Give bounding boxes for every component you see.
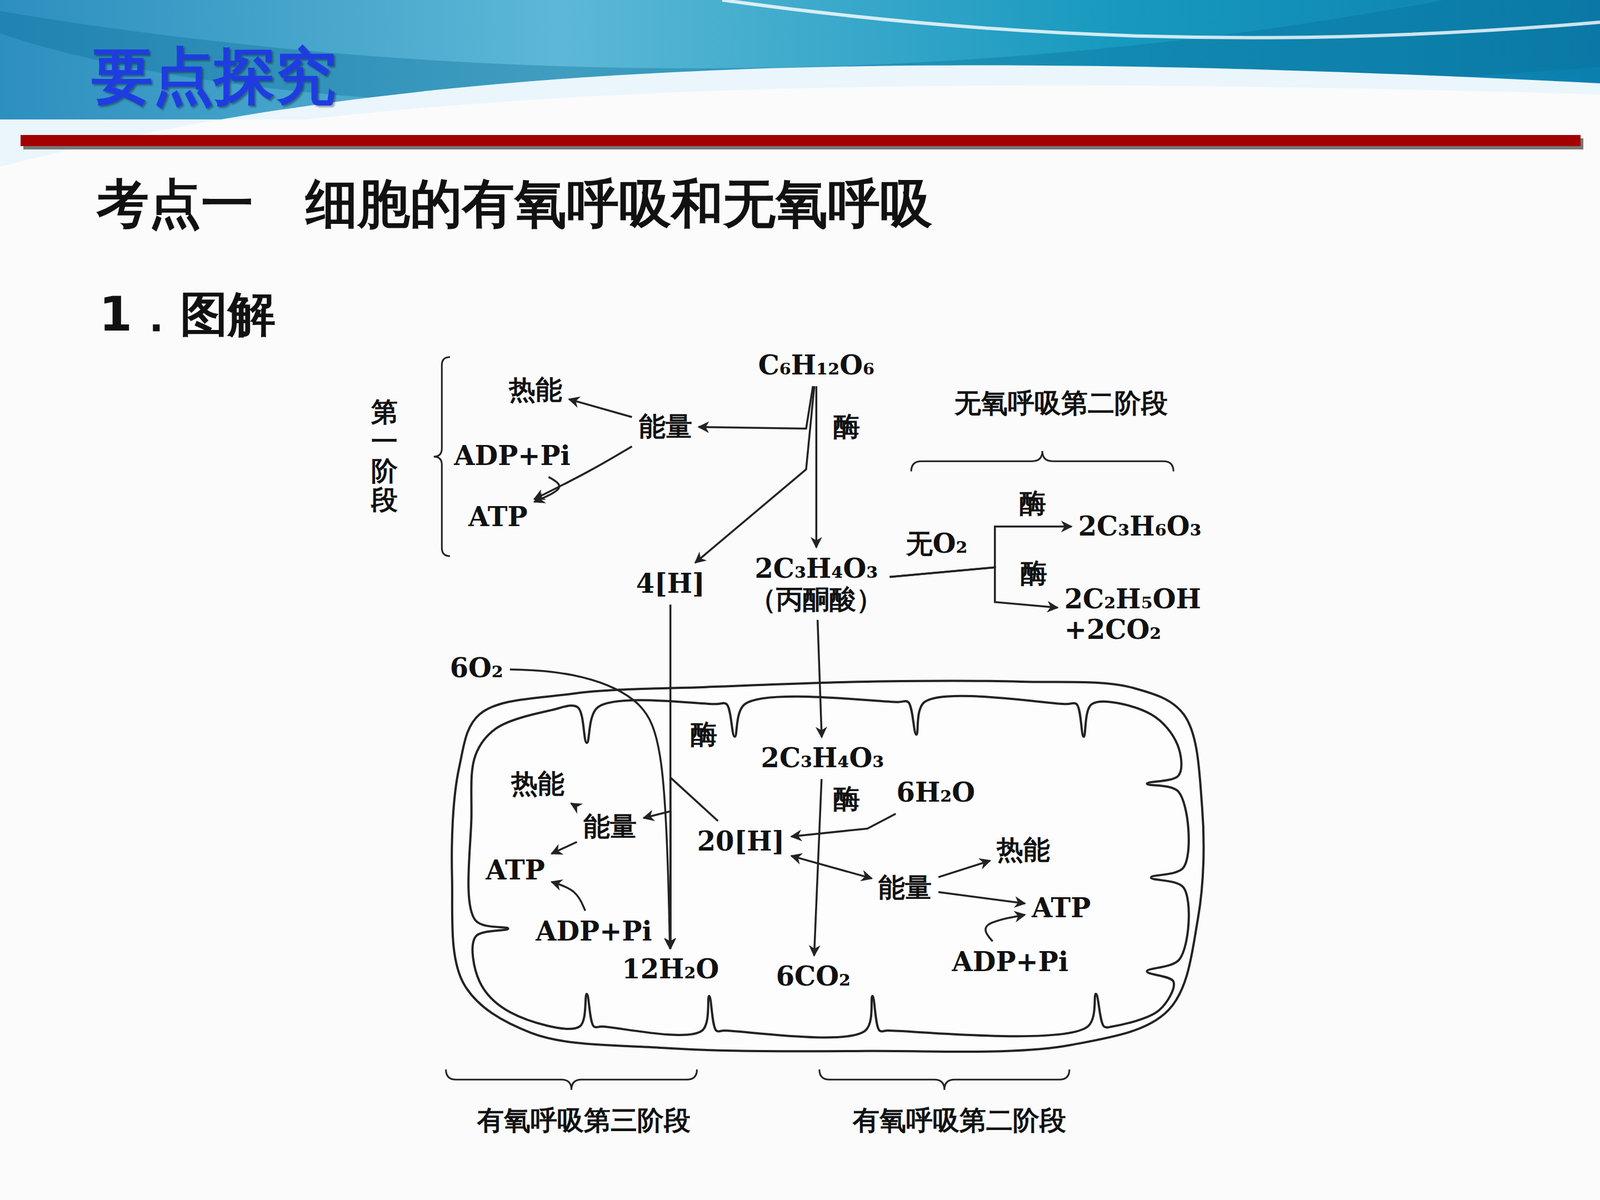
arrow-connector: [813, 778, 822, 956]
term-node: ATP: [1028, 890, 1094, 926]
arrow-connector: [815, 386, 818, 548]
term-text: 能量: [878, 872, 932, 903]
term-node: 热能: [507, 766, 568, 802]
term-text: 热能: [996, 834, 1050, 865]
term-text: 6CO₂: [776, 961, 851, 992]
term-node: 热能: [505, 372, 566, 408]
term-text: 2C₃H₆O₃: [1078, 511, 1202, 542]
brace: [446, 1069, 698, 1090]
term-node: ATP: [482, 852, 548, 888]
term-text: 2C₂H₅OH +2CO₂: [1064, 583, 1202, 645]
term-text: 2C₃H₄O₃: [760, 742, 884, 774]
arrow-connector: [938, 892, 1025, 904]
arrow-connector: [791, 856, 872, 879]
section-label: 1．图解: [98, 281, 276, 347]
term-node: 能量: [580, 808, 640, 844]
stage-label: 无氧呼吸第二阶段: [954, 385, 1168, 422]
term-text: ADP+Pi: [952, 946, 1069, 978]
enzyme-label: 酶: [833, 781, 860, 817]
term-text: 20[H]: [697, 826, 785, 858]
term-node: 12H₂O: [618, 951, 723, 987]
term-text: ATP: [468, 502, 528, 533]
mitochondrion-outer: [451, 680, 1204, 1052]
arrow-connector: [568, 399, 632, 418]
brace: [433, 357, 450, 557]
enzyme-label: 酶: [1019, 485, 1047, 522]
arrow-connector: [551, 841, 578, 854]
arrow-connector: [571, 803, 577, 807]
term-text: 能量: [583, 811, 637, 842]
header-line: [722, 0, 1600, 38]
arrow-connector: [534, 477, 560, 503]
arrow-connector: [817, 620, 822, 738]
arrow-connector: [698, 386, 814, 429]
term-node: 2C₃H₄O₃（丙酮酸）: [746, 550, 887, 617]
arrow-connector: [938, 860, 990, 878]
term-node: 6CO₂: [772, 958, 854, 994]
enzyme-label: 酶: [1020, 555, 1048, 592]
arrow-connector: [791, 813, 896, 837]
red-bar: [20, 135, 1581, 147]
term-node: ADP+Pi: [450, 438, 574, 474]
term-node: 2C₃H₄O₃: [757, 740, 888, 776]
stage-label: 第一阶段: [371, 397, 398, 515]
term-node: 2C₂H₅OH +2CO₂: [1061, 581, 1205, 648]
stage-label: 有氧呼吸第二阶段: [852, 1102, 1067, 1139]
arrow-connector: [985, 915, 1025, 942]
mitochondrion-inner: [468, 696, 1189, 1038]
term-text: 6H₂O: [896, 777, 975, 809]
term-text: 4[H]: [636, 568, 705, 599]
term-node: C₆H₁₂O₆: [755, 347, 878, 383]
term-node: ADP+Pi: [532, 913, 656, 949]
condition-label: 无O₂: [906, 526, 968, 562]
heading: 考点一 细胞的有氧呼吸和无氧呼吸: [96, 168, 933, 240]
enzyme-label: 酶: [690, 716, 718, 753]
term-node: 4[H]: [632, 566, 709, 602]
term-text: C₆H₁₂O₆: [758, 350, 875, 381]
term-node: 6O₂: [446, 650, 507, 686]
term-node: ADP+Pi: [948, 944, 1073, 980]
brace: [819, 1069, 1070, 1090]
term-node: 能量: [635, 408, 696, 444]
arrow-connector: [551, 881, 586, 911]
term-text: ADP+Pi: [453, 440, 571, 472]
term-node: 能量: [875, 870, 935, 905]
term-text: 热能: [508, 374, 563, 405]
term-text: 12H₂O: [621, 953, 719, 985]
arrow-connector: [695, 386, 814, 563]
term-node: ATP: [465, 500, 531, 535]
term-node: 热能: [993, 832, 1054, 868]
term-node: 2C₃H₆O₃: [1075, 508, 1205, 544]
enzyme-label: 酶: [833, 408, 860, 445]
term-text: 能量: [638, 411, 693, 442]
term-node: 6H₂O: [892, 775, 979, 811]
term-node: 20[H]: [693, 824, 789, 860]
term-text: 2C₃H₄O₃: [749, 552, 883, 584]
term-text: 热能: [511, 768, 565, 799]
term-text: （丙酮酸）: [749, 583, 883, 615]
term-text: ADP+Pi: [535, 916, 653, 947]
arrow-connector: [510, 669, 670, 949]
term-text: ATP: [1031, 892, 1091, 924]
term-text: 6O₂: [450, 652, 504, 684]
arrow-connector: [670, 777, 719, 949]
brace: [911, 451, 1174, 472]
term-text: ATP: [485, 855, 545, 886]
page-header: 要点探究: [91, 35, 337, 118]
stage-label: 有氧呼吸第三阶段: [477, 1102, 691, 1139]
